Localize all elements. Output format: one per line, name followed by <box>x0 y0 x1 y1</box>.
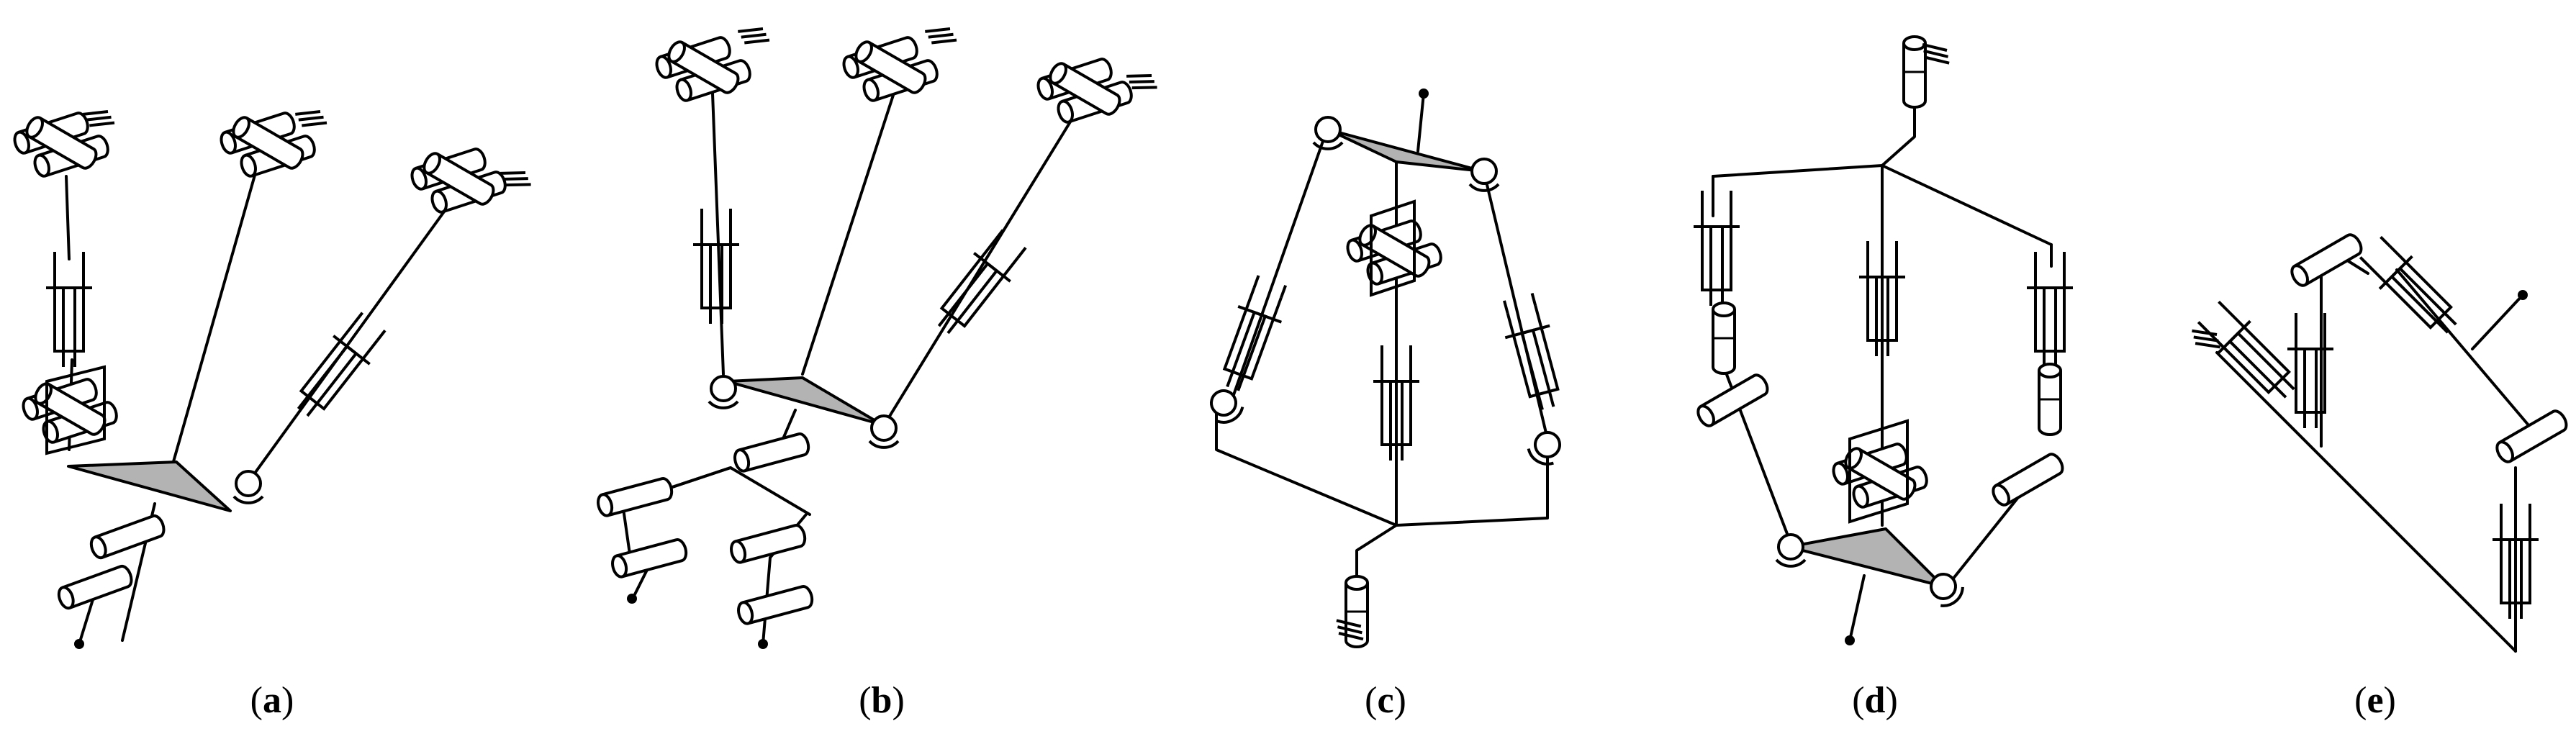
cylinder-joint-icon <box>734 583 816 627</box>
panel-d-label: d <box>1865 680 1886 721</box>
cylinder-joint-icon <box>594 475 676 519</box>
spherical-joint-icon <box>232 470 264 504</box>
prismatic-joint-icon <box>2286 312 2335 430</box>
prismatic-joint-icon <box>45 250 94 368</box>
panel-e-label: e <box>2367 680 2383 721</box>
cylinder-joint-icon <box>2492 407 2571 466</box>
prismatic-joint-icon <box>692 207 741 325</box>
link <box>171 171 257 466</box>
universal-joint-icon <box>1345 219 1443 286</box>
base-link <box>2215 351 2517 653</box>
end-point-icon <box>2518 290 2528 300</box>
universal-joint-icon <box>841 36 939 103</box>
spherical-joint-icon <box>868 414 900 449</box>
prismatic-joint-icon <box>923 223 1034 345</box>
link <box>2395 268 2539 437</box>
plate <box>1848 419 1909 524</box>
cylinder-joint-icon <box>1693 371 1772 430</box>
universal-joint-icon <box>219 112 317 178</box>
link <box>65 175 71 260</box>
panel-d-mechanism <box>1692 35 2074 645</box>
panel-b-label: b <box>872 680 892 721</box>
universal-joint-icon <box>410 148 507 214</box>
link <box>887 99 1085 419</box>
link <box>1483 171 1549 440</box>
link <box>78 596 95 645</box>
panel-a-caption: (a) <box>250 680 294 721</box>
cylinder-joint-icon <box>1988 450 2067 509</box>
cylinder-joint-icon <box>55 563 136 612</box>
panel-b-mechanism <box>594 18 1159 649</box>
ground-hatch-icon <box>736 18 771 53</box>
panel-c-caption: (c) <box>1365 680 1406 721</box>
link <box>1229 132 1327 404</box>
cylinder-joint-icon <box>2038 363 2062 436</box>
universal-joint-icon <box>654 36 752 103</box>
cylinder-joint-icon <box>1902 35 1927 109</box>
spherical-joint-icon <box>1312 116 1344 150</box>
panel-c-label: c <box>1377 680 1393 721</box>
moving-platform <box>67 461 232 512</box>
prismatic-joint-icon <box>2025 250 2074 368</box>
end-point-icon <box>1845 635 1855 645</box>
moving-platform <box>1327 128 1484 173</box>
universal-joint-icon <box>1831 443 1929 509</box>
panel-c-mechanism <box>1203 89 1572 648</box>
universal-joint-icon <box>12 112 110 178</box>
link <box>801 85 898 376</box>
panel-d-caption: (d) <box>1852 680 1898 721</box>
prismatic-joint-icon <box>2192 296 2306 409</box>
end-point-icon <box>627 594 637 604</box>
cylinder-joint-icon <box>1712 301 1736 375</box>
plate <box>1370 199 1416 297</box>
moving-platform <box>726 376 883 426</box>
link <box>2471 294 2524 350</box>
spherical-joint-icon <box>1775 533 1807 568</box>
cylinder-joint-icon <box>608 536 690 580</box>
ground-hatch-icon <box>294 101 328 136</box>
prismatic-joint-icon <box>1209 271 1296 399</box>
prismatic-joint-icon <box>1692 189 1741 307</box>
cylinder-joint-icon <box>727 522 809 566</box>
link <box>1848 574 1866 642</box>
link <box>1416 92 1425 153</box>
universal-joint-icon <box>1036 58 1134 124</box>
cylinder-joint-icon <box>2287 230 2366 290</box>
panel-e-caption: (e) <box>2354 680 2396 721</box>
spherical-joint-icon <box>708 375 739 409</box>
cylinder-joint-icon <box>731 430 813 474</box>
spherical-joint-icon <box>1468 158 1500 192</box>
spherical-joint-icon <box>1203 384 1247 429</box>
panel-a-mechanism <box>12 101 533 649</box>
end-point-icon <box>758 639 768 649</box>
ground-hatch-icon <box>923 18 958 53</box>
spherical-joint-icon <box>1524 425 1568 471</box>
cylinder-joint-icon <box>87 512 168 561</box>
plate <box>45 365 106 455</box>
moving-platform <box>1787 527 1945 588</box>
panel-a-label: a <box>263 680 281 721</box>
link <box>711 92 725 376</box>
prismatic-joint-icon <box>1494 289 1572 416</box>
panel-b-caption: (b) <box>859 680 905 721</box>
panel-e-mechanism <box>2190 230 2571 653</box>
end-point-icon <box>1419 89 1429 99</box>
